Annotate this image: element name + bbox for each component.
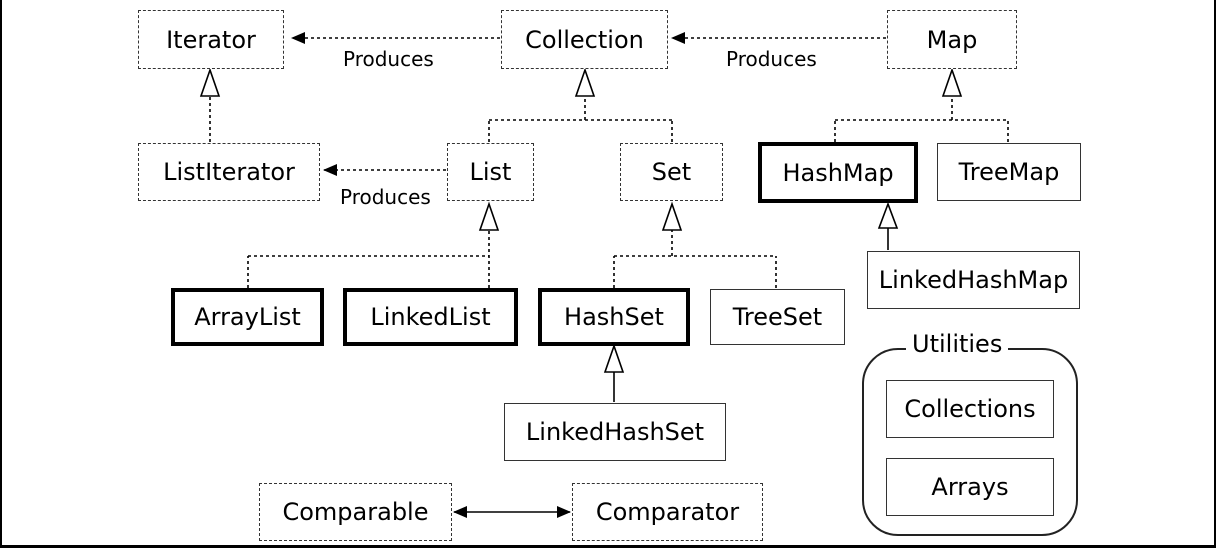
inherit-arrow-set bbox=[661, 201, 683, 231]
inherit-arrow-iterator bbox=[199, 67, 221, 97]
node-list: List bbox=[447, 143, 534, 201]
node-tree-set: TreeSet bbox=[710, 289, 845, 345]
node-hash-map: HashMap bbox=[758, 142, 918, 203]
produces-label-iterator: Produces bbox=[343, 47, 434, 71]
node-map: Map bbox=[887, 10, 1017, 69]
node-linked-list: LinkedList bbox=[343, 288, 518, 346]
node-list-iterator: ListIterator bbox=[138, 143, 320, 201]
node-collection: Collection bbox=[501, 10, 668, 69]
node-array-list: ArrayList bbox=[171, 288, 324, 346]
node-iterator: Iterator bbox=[138, 10, 284, 69]
produces-label-collection: Produces bbox=[726, 47, 817, 71]
node-arrays: Arrays bbox=[886, 458, 1054, 516]
node-linked-hash-set: LinkedHashSet bbox=[504, 403, 726, 461]
inherit-arrow-map bbox=[941, 67, 963, 97]
node-comparator: Comparator bbox=[572, 483, 763, 541]
node-linked-hash-map: LinkedHashMap bbox=[867, 251, 1080, 309]
utilities-title: Utilities bbox=[906, 330, 1009, 358]
frame-right-border bbox=[1214, 0, 1216, 548]
node-set: Set bbox=[620, 143, 723, 201]
node-tree-map: TreeMap bbox=[937, 143, 1081, 201]
node-hash-set: HashSet bbox=[538, 288, 690, 346]
inherit-arrow-list bbox=[478, 201, 500, 231]
frame-bottom-border bbox=[0, 545, 1216, 548]
frame-left-border bbox=[0, 0, 2, 548]
inherit-arrow-hashset bbox=[603, 343, 625, 373]
inherit-arrow-hashmap bbox=[877, 201, 899, 229]
node-collections: Collections bbox=[886, 380, 1054, 438]
node-comparable: Comparable bbox=[259, 483, 452, 541]
produces-label-listiterator: Produces bbox=[340, 185, 431, 209]
inherit-arrow-collection bbox=[574, 67, 596, 97]
